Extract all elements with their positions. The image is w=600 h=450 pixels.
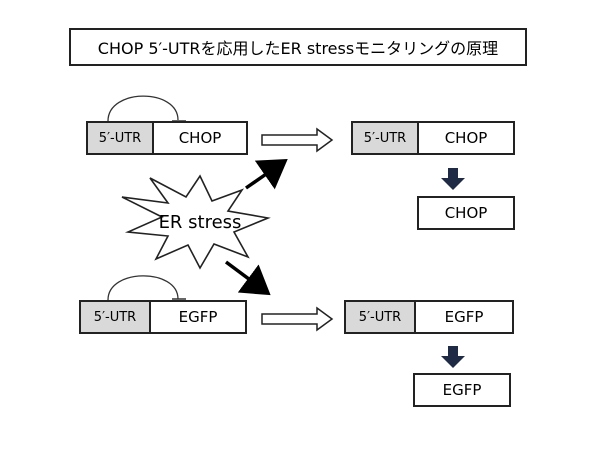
inhibition-loop-egfp (107, 275, 179, 301)
utr-segment: 5′-UTR (353, 123, 419, 153)
gene-segment: CHOP (178, 129, 222, 147)
chop-product: CHOP (417, 196, 515, 230)
down-arrow-chop (441, 168, 465, 190)
utr-segment: 5′-UTR (81, 302, 151, 332)
egfp-product: EGFP (413, 373, 511, 407)
utr-segment: 5′-UTR (346, 302, 416, 332)
diagram-title: CHOP 5′-UTRを応用したER stressモニタリングの原理 (69, 28, 527, 66)
stress-arrow-up (245, 159, 288, 190)
chop-construct-after: 5′-UTR CHOP (351, 121, 515, 155)
stress-arrow-down (224, 260, 271, 296)
gene-segment: CHOP (444, 129, 488, 147)
gene-segment: EGFP (178, 308, 218, 326)
utr-segment: 5′-UTR (88, 123, 154, 153)
egfp-construct-before: 5′-UTR EGFP (79, 300, 247, 334)
er-stress-burst (121, 174, 271, 270)
er-stress-label: ER stress (158, 212, 242, 233)
down-arrow-egfp (441, 346, 465, 368)
gene-segment: EGFP (444, 308, 484, 326)
chop-construct-before: 5′-UTR CHOP (86, 121, 248, 155)
translation-arrow-chop (261, 127, 334, 153)
egfp-construct-after: 5′-UTR EGFP (344, 300, 514, 334)
translation-arrow-egfp (261, 306, 334, 332)
inhibition-loop-chop (107, 95, 179, 122)
